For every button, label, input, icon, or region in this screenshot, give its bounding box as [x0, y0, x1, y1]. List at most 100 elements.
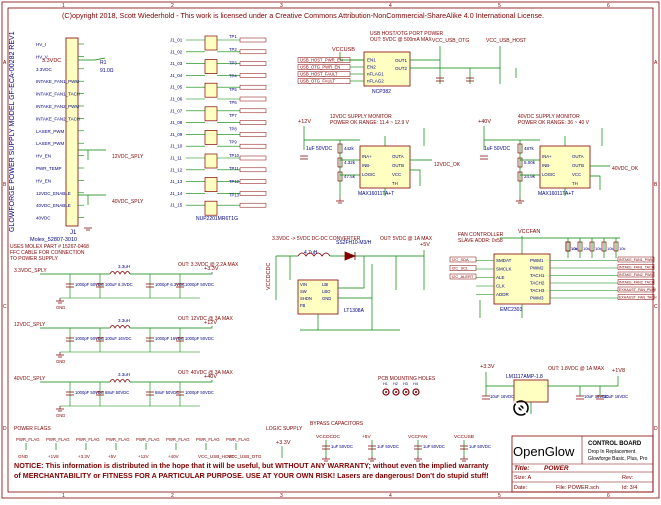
border-col-6: 6 [607, 3, 610, 9]
power-flag-rail: VCC_USB_OTG [228, 454, 262, 459]
fan-net-flag [617, 279, 655, 285]
border-row-right-A: A [654, 60, 658, 66]
fan-net-right: INTAKE_FAN2_PWM [619, 273, 653, 277]
esd-net-label: J1_14 [170, 191, 183, 196]
usb-note-line: FFC CABLE FOR CONNECTION [10, 250, 85, 256]
ldo-part: LM1117AMP-1.8 [506, 374, 543, 380]
title-label: Title: [514, 465, 529, 472]
esd-net-flag [239, 108, 267, 114]
gnd-symbol [56, 352, 64, 358]
bypass-cap-value: 1uF 50VDC [331, 444, 353, 449]
usb-subtitle: OUT: 5VDC @ 500mA MAX [370, 37, 432, 43]
filter-cap-value: 1000pF 6.3VDC [155, 282, 185, 287]
esd-net-label: J1_10 [170, 144, 183, 149]
boost-inductor-coil [297, 252, 331, 257]
v12-label: 12VDC_SPLY [112, 154, 144, 160]
usb-net-label: USB_OTG_PWR_EN [300, 65, 340, 70]
connector-pin-label: 3.3VDC [36, 67, 53, 72]
esd-net-flag [239, 84, 267, 90]
filter-inductor-coil [109, 379, 131, 383]
border-col-4: 4 [389, 3, 392, 9]
filter-cap [146, 391, 154, 396]
mounting-hole-label: H4 [413, 382, 418, 386]
esd-net-flag [239, 73, 267, 78]
ldo-rail-in: +3.3V [480, 364, 495, 370]
monitor40-pin: VCC [572, 172, 581, 177]
filter-cap-value: 1000pF 50VDC [185, 336, 214, 341]
bypass-title: BYPASS CAPACITORS [310, 421, 364, 427]
power-flag-rail: +12V [138, 454, 149, 459]
gnd-symbol [322, 456, 330, 462]
fan-vcc: VCCFAN [518, 229, 540, 235]
fan-pin-right: PWM1 [530, 258, 544, 263]
usb-net-flag [297, 78, 351, 84]
filter-cap [96, 391, 104, 396]
fan-resistor-value: 10k [619, 246, 625, 251]
esd-net-flag [239, 96, 267, 102]
filter-title: OUT: 40VDC @ 3A MAX [178, 370, 233, 376]
ldo-title: OUT: 1.8VDC @ 1A MAX [548, 366, 605, 372]
usb-power-block: USB HOST/OTG PORT POWER OUT: 5VDC @ 500m… [297, 31, 526, 95]
esd-net-label: J1_05 [170, 85, 183, 90]
border-row-D: D [3, 426, 7, 432]
border-row-right-B: B [654, 182, 658, 188]
connector-pin-label: HV_EN [36, 178, 51, 183]
usb-pin-left: nFLAG2 [367, 79, 384, 84]
fan-pin-right: PWM3 [530, 296, 544, 301]
notice-line-2: of MERCHANTABILITY or FITNESS FOR A PART… [14, 471, 489, 480]
connector-vertical-label: GLOWFORGE POWER SUPPLY MODEL GF-ECA-0028… [9, 31, 16, 232]
mounting-hole-center [385, 391, 387, 393]
filter-cap [176, 391, 184, 396]
mounting-hole-center [415, 391, 417, 393]
esd-testpoint: TP9 [229, 140, 237, 145]
usb-net-label: USB_HOST_PWR_EN [300, 58, 343, 63]
connector-pin-label: LASER_PWM [36, 141, 65, 146]
connector-pin-label: INTAKE_FAN2_PWM [36, 104, 79, 109]
esd-testpoint: TP13 [229, 192, 240, 197]
filter-cap-value: 100uF 6.3VDC [105, 282, 133, 287]
filter-cap [176, 283, 184, 288]
connector-pins: HV_IHV_V3.3VDCINTAKE_FAN1_PWMINTAKE_FAN1… [36, 42, 84, 221]
mounting-hole-label: H2 [393, 382, 398, 386]
border-col-bottom-1: 1 [62, 493, 65, 499]
bypass-cap [414, 445, 422, 450]
filter-cap [176, 337, 184, 342]
fan-net-right: INTAKE_FAN1_PWM [619, 258, 653, 262]
esd-net-label: J1_13 [170, 179, 183, 184]
filter-inductor: 3.3uH [118, 372, 130, 377]
esd-diode-array [204, 59, 218, 74]
usb-caps [436, 77, 474, 82]
esd-net-flag [239, 191, 267, 196]
boost-pin: SHDN [300, 296, 312, 301]
ldo-cap-value: 10uF 16VDC [490, 394, 514, 399]
esd-testpoint: TP1 [229, 34, 237, 39]
file-label: File: POWER.sch [556, 485, 599, 491]
v33-label: 3.3VDC [42, 58, 61, 64]
esd-net-label: J1_07 [170, 108, 183, 113]
filter-cap-value: 68uF 50VDC [155, 390, 179, 395]
connector-designator: J1 [70, 230, 77, 236]
boost-rail-out: +5V [420, 242, 430, 248]
fan-part: EMC2303 [500, 307, 522, 313]
ldo-block: OUT: 1.8VDC @ 1A MAX LM1117AMP-1.8 +3.3V… [480, 364, 628, 414]
usb-pin-right: OUT1 [395, 58, 407, 63]
monitor12-resistor-value: 47.5k [344, 174, 356, 179]
monitor40-resistor-value: 487k [524, 146, 535, 151]
esd-net-label: J1_15 [170, 203, 183, 208]
esd-net-flag [239, 167, 267, 173]
esd-testpoint: TP5 [229, 87, 237, 92]
power-flag-rail: +1V8 [48, 454, 59, 459]
fan-resistor-value: 10k [571, 246, 577, 251]
mounting-hole [402, 388, 410, 396]
monitor12-pin: OUTA [392, 154, 404, 159]
title-value: POWER [544, 465, 569, 472]
filter-title: OUT: 3.3VDC @ 2.2A MAX [178, 262, 239, 268]
boost-diode: SS2FH10-M3/H [336, 240, 372, 246]
mon40-title: 40VDC SUPPLY MONITOR [518, 114, 580, 120]
